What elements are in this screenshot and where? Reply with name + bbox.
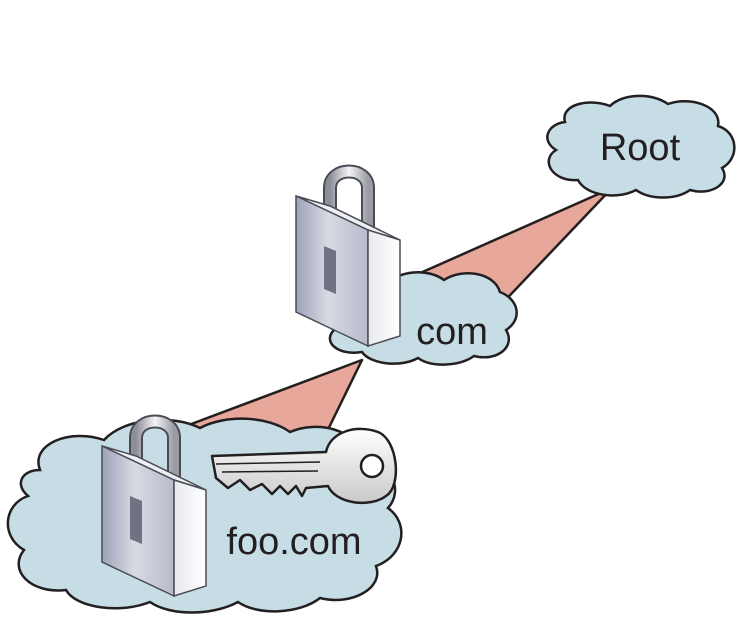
root-zone-cloud: Root bbox=[546, 94, 736, 199]
com-zone-label: com bbox=[416, 311, 488, 353]
padlock-icon bbox=[295, 164, 401, 348]
foo-zone-label: foo.com bbox=[226, 521, 361, 563]
key-icon bbox=[210, 427, 398, 504]
padlock-icon bbox=[101, 414, 207, 598]
root-zone-label: Root bbox=[600, 127, 681, 169]
